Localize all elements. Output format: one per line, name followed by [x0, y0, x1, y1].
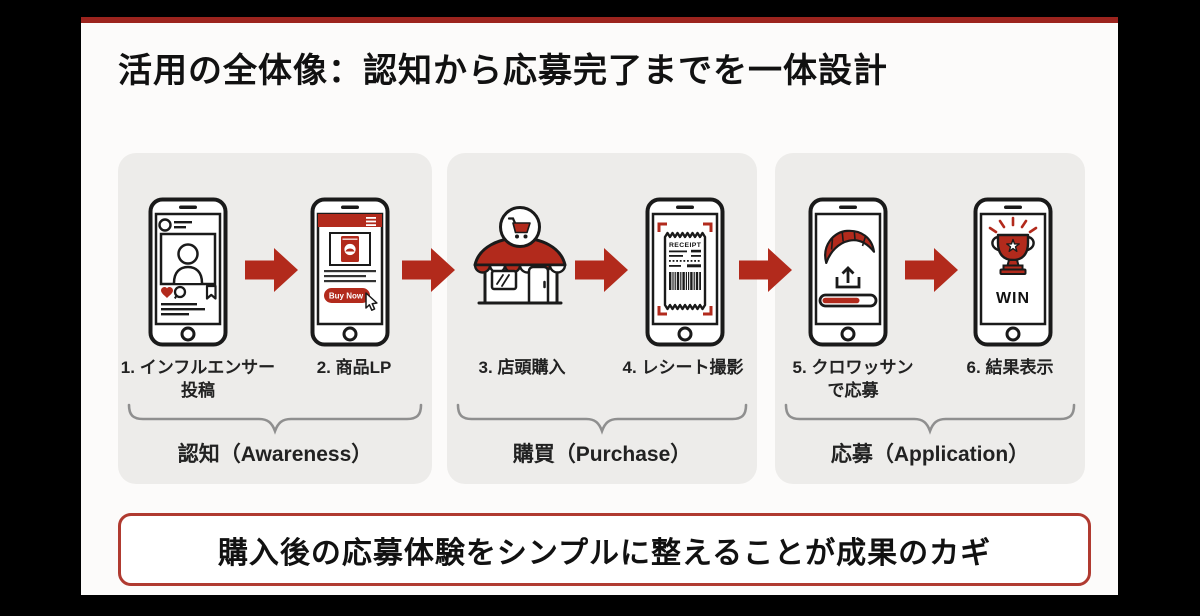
step-label-4: 4. レシート撮影 — [622, 358, 744, 377]
group-label-purchase: 購買（Purchase） — [512, 443, 692, 466]
croissant-icon — [824, 229, 876, 265]
storefront-icon — [473, 206, 567, 305]
product-lp-phone-icon: Buy Now — [310, 197, 390, 347]
trophy-icon — [991, 233, 1035, 275]
slide: 活用の全体像：認知から応募完了までを一体設計 — [81, 17, 1118, 595]
step-label-6: 6. 結果表示 — [966, 358, 1054, 377]
shop-door — [527, 265, 550, 303]
receipt-label: RECEIPT — [669, 242, 702, 249]
win-label: WIN — [996, 290, 1030, 307]
key-message-box: 購入後の応募体験をシンプルに整えることが成果のカギ — [118, 513, 1091, 586]
phase-panel-awareness: Buy Now 1. インフルエンサー 投稿 2. 商品LP 認知（Awaren… — [118, 153, 432, 484]
star-icon — [1006, 238, 1020, 252]
key-message-text: 購入後の応募体験をシンプルに整えることが成果のカギ — [217, 536, 992, 570]
step-label-2: 2. 商品LP — [316, 358, 392, 377]
upload-icon — [835, 266, 861, 289]
arrow-right-icon — [402, 248, 455, 292]
viewfinder-bracket — [657, 222, 667, 232]
cart-icon — [507, 217, 517, 225]
step-label-1: 1. インフルエンサー 投稿 — [120, 358, 276, 400]
step-label-5: 5. クロワッサン で応募 — [792, 358, 914, 400]
receipt-barcode — [669, 272, 701, 290]
arrow-right-icon — [245, 248, 298, 292]
arrow-right-icon — [739, 248, 792, 292]
celebration-rays — [988, 216, 1038, 234]
slide-title: 活用の全体像：認知から応募完了までを一体設計 — [118, 52, 888, 90]
phase-panel-purchase: RECEIPT — [447, 153, 757, 484]
buy-now-button-label: Buy Now — [329, 292, 364, 301]
result-win-phone-icon: WIN — [973, 197, 1053, 347]
phase-panel-application: WIN 5. クロワッサン で応募 6. 結果表示 応募（Application… — [775, 153, 1085, 484]
croissant-upload-phone-icon — [808, 197, 888, 347]
influencer-post-phone-icon — [148, 197, 228, 347]
progress-bar-fill — [822, 297, 860, 304]
group-label-application: 応募（Application） — [830, 443, 1030, 466]
brace-purchase — [456, 403, 748, 435]
brace-application — [784, 403, 1076, 435]
step-label-3: 3. 店頭購入 — [478, 358, 566, 377]
arrow-right-icon — [905, 248, 958, 292]
receipt-scan-phone-icon: RECEIPT — [645, 197, 725, 347]
shop-window — [490, 269, 518, 291]
brace-awareness — [127, 403, 423, 435]
cursor-icon — [365, 292, 378, 311]
group-label-awareness: 認知（Awareness） — [177, 443, 373, 466]
arrow-right-icon — [575, 248, 628, 292]
receipt-dotted-line — [669, 260, 700, 262]
slide-top-accent-bar — [81, 17, 1118, 23]
